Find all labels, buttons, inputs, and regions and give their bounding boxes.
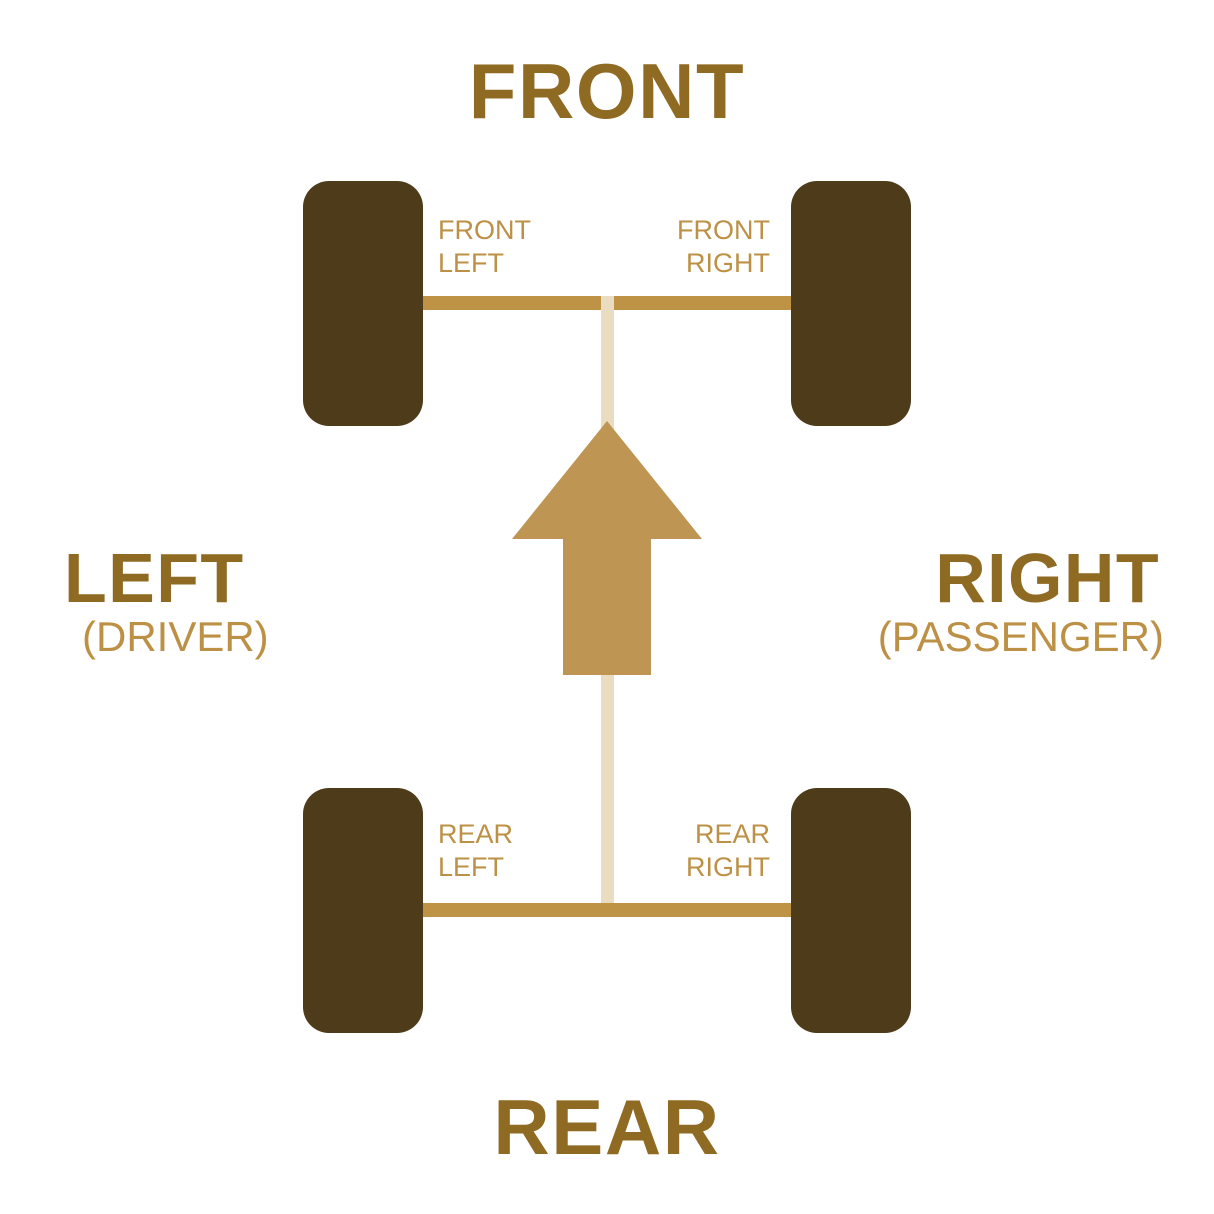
label-rear-left: REAR LEFT [438, 819, 514, 882]
wheel-front-right[interactable] [791, 181, 911, 426]
left-heading: LEFT [64, 539, 245, 617]
front-heading: FRONT [468, 47, 746, 135]
label-front-right: FRONT RIGHT [677, 215, 770, 278]
wheel-rear-right[interactable] [791, 788, 911, 1033]
rear-heading: REAR [493, 1083, 721, 1171]
label-front-left: FRONT LEFT [438, 215, 531, 278]
wheel-rear-left[interactable] [303, 788, 423, 1033]
right-heading: RIGHT [935, 539, 1160, 617]
label-rear-right: REAR RIGHT [686, 819, 770, 882]
rear-axle-bar [410, 903, 804, 917]
up-arrow-icon [512, 421, 702, 675]
right-subheading-passenger: (PASSENGER) [877, 613, 1164, 660]
wheel-front-left[interactable] [303, 181, 423, 426]
left-subheading-driver: (DRIVER) [82, 613, 269, 660]
